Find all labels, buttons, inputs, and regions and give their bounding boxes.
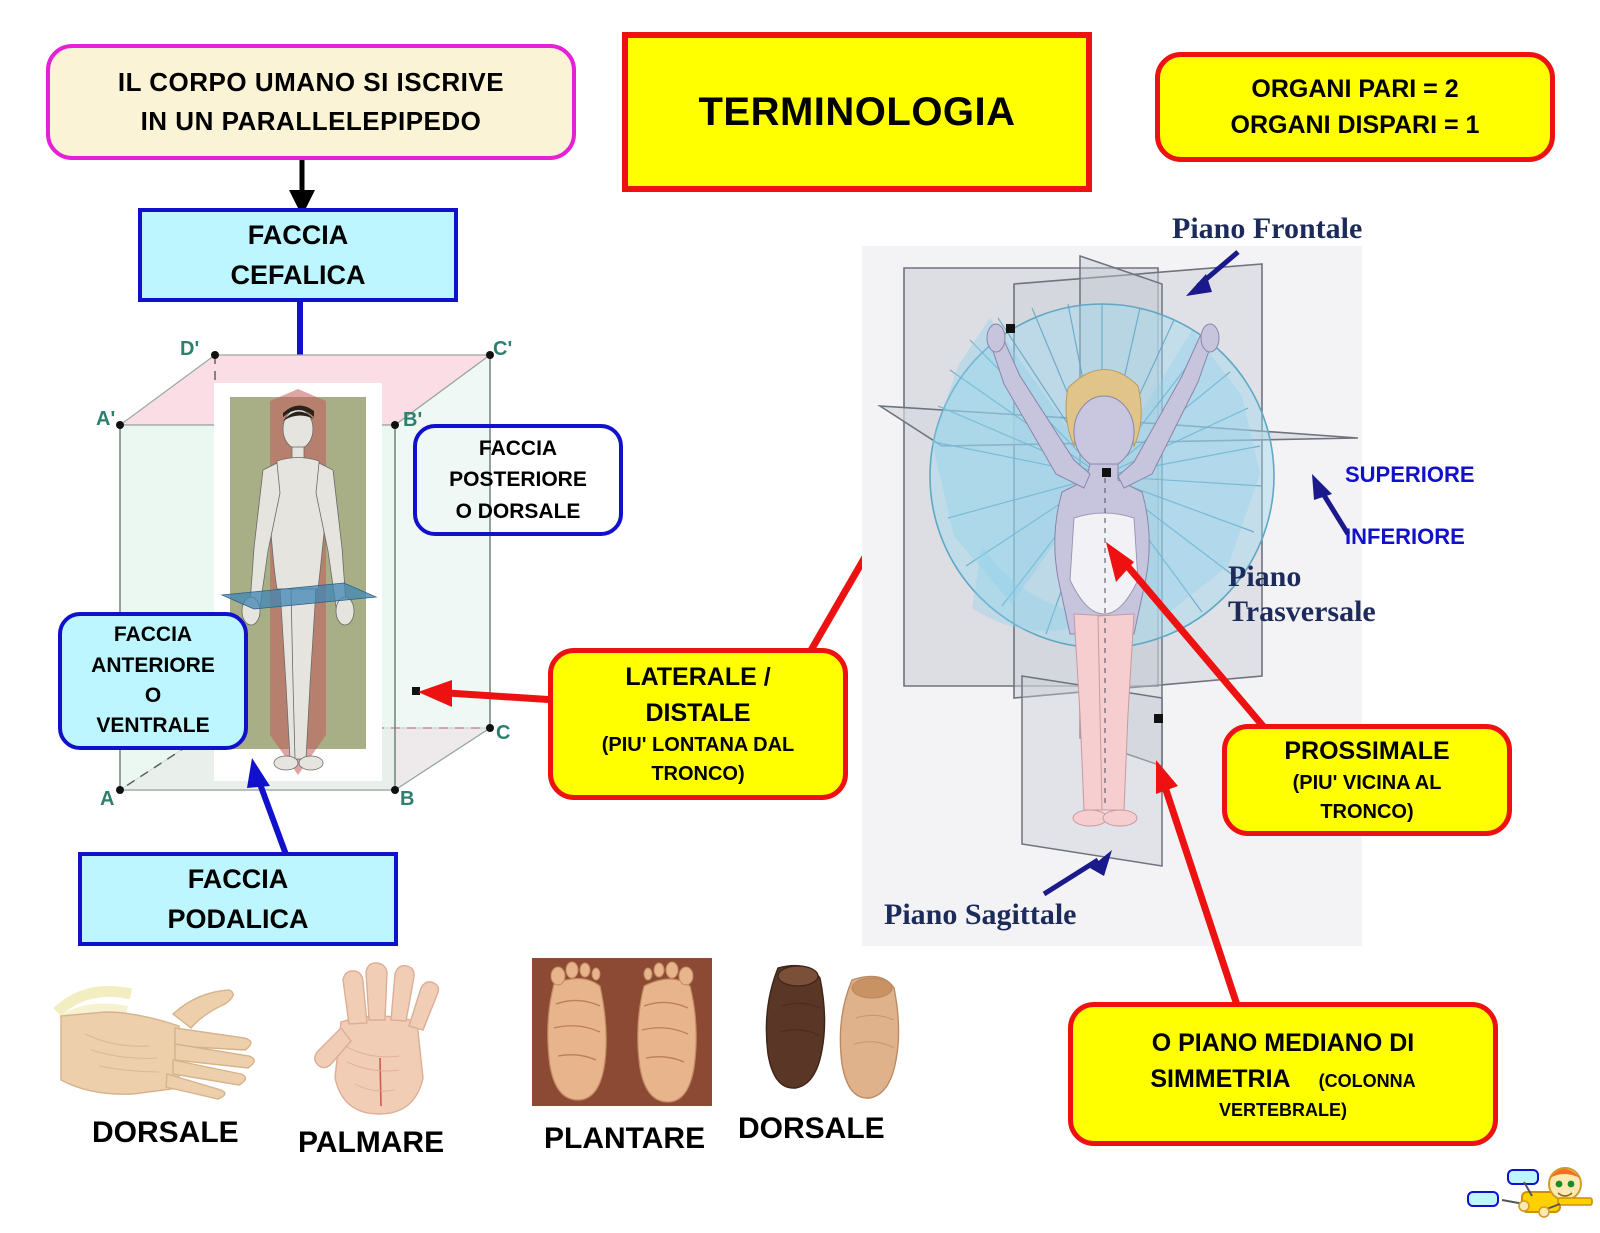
faccia-anteriore-line-4: VENTRALE: [96, 714, 210, 738]
hand-dorsal-image: [53, 985, 255, 1100]
anatomical-planes-figure: [862, 246, 1362, 946]
vertex-label-b-top: B': [403, 409, 423, 431]
feet-plantar-image: [532, 958, 712, 1106]
page-title-text: TERMINOLOGIA: [698, 89, 1016, 134]
faccia-cefalica-line-2: CEFALICA: [230, 260, 366, 290]
arrow-piano-frontale: [1186, 250, 1240, 296]
inferiore-label: INFERIORE: [1345, 524, 1465, 549]
faccia-anteriore-line-2: ANTERIORE: [91, 653, 215, 677]
prossimale-line-1: PROSSIMALE: [1284, 736, 1450, 765]
watermark-logo: [1432, 1148, 1593, 1226]
faccia-posteriore-line-3: O DORSALE: [455, 499, 581, 523]
mediano-line-3: VERTEBRALE): [1218, 1100, 1347, 1121]
arrow-podalica-to-cube: [247, 758, 291, 862]
vertex-label-b-bottom: B: [400, 788, 415, 810]
laterale-distale-callout: LATERALE / DISTALE (PIU' LONTANA DAL TRO…: [548, 648, 848, 800]
vertex-label-a-top: A': [96, 408, 116, 430]
vertex-label-c-top: C': [493, 338, 513, 360]
faccia-cefalica-line-1: FACCIA: [247, 219, 349, 250]
piano-mediano-callout: O PIANO MEDIANO DI SIMMETRIA (COLONNA VE…: [1068, 1002, 1498, 1146]
organs-line-2: ORGANI DISPARI = 1: [1230, 111, 1480, 139]
feet-plantar-label: PLANTARE: [544, 1122, 706, 1155]
faccia-anteriore-box: FACCIA ANTERIORE O VENTRALE: [58, 612, 248, 750]
faccia-podalica-line-2: PODALICA: [167, 904, 309, 934]
prossimale-line-3: TRONCO): [1320, 801, 1414, 824]
intro-callout: IL CORPO UMANO SI ISCRIVE IN UN PARALLEL…: [46, 44, 576, 160]
laterale-line-4: TRONCO): [651, 763, 745, 786]
feet-dorsal-image: [765, 964, 900, 1099]
intro-line-1: IL CORPO UMANO SI ISCRIVE: [117, 67, 505, 97]
hand-palmar-label: PALMARE: [298, 1126, 445, 1159]
prossimale-callout: PROSSIMALE (PIU' VICINA AL TRONCO): [1222, 724, 1512, 836]
arrow-intro-to-cefalica: [289, 160, 315, 216]
piano-trasversale-line-2: Trasversale: [1228, 594, 1376, 628]
page-title: TERMINOLOGIA: [622, 32, 1092, 192]
arrow-piano-sagittale: [1042, 850, 1112, 897]
arrow-superiore-inferiore: [1312, 474, 1351, 536]
laterale-line-2: DISTALE: [645, 699, 751, 727]
vertex-label-d-top: D': [180, 338, 200, 360]
vertex-label-a-bottom: A: [100, 788, 115, 810]
arrow-laterale-to-cube: [418, 680, 557, 707]
piano-trasversale-line-1: Piano: [1228, 560, 1302, 593]
faccia-posteriore-line-2: POSTERIORE: [449, 468, 587, 492]
laterale-line-3: (PIU' LONTANA DAL: [601, 734, 795, 757]
hand-palmar-image: [314, 962, 440, 1115]
faccia-podalica-box: FACCIA PODALICA: [78, 852, 398, 946]
hand-dorsal-label: DORSALE: [92, 1116, 239, 1149]
organs-callout: ORGANI PARI = 2 ORGANI DISPARI = 1: [1155, 52, 1555, 162]
faccia-cefalica-box: FACCIA CEFALICA: [138, 208, 458, 302]
piano-sagittale-label: Piano Sagittale: [884, 898, 1077, 931]
faccia-posteriore-line-1: FACCIA: [478, 436, 558, 460]
faccia-posteriore-box: FACCIA POSTERIORE O DORSALE: [413, 424, 623, 536]
piano-frontale-label: Piano Frontale: [1172, 212, 1363, 245]
mediano-line-2-row: SIMMETRIA (COLONNA: [1150, 1061, 1415, 1097]
intro-line-2: IN UN PARALLELEPIPEDO: [140, 106, 482, 136]
prossimale-line-2: (PIU' VICINA AL: [1292, 772, 1442, 795]
faccia-anteriore-line-1: FACCIA: [113, 623, 193, 647]
faccia-podalica-line-1: FACCIA: [187, 863, 289, 894]
faccia-anteriore-line-3: O: [144, 684, 162, 707]
mediano-line-1: O PIANO MEDIANO DI: [1151, 1028, 1415, 1057]
laterale-line-1: LATERALE /: [625, 662, 771, 691]
human-body-figure: [214, 383, 382, 781]
vertex-label-c-bottom: C: [496, 722, 511, 744]
superiore-label: SUPERIORE: [1345, 462, 1475, 487]
mediano-line-2: SIMMETRIA: [1150, 1064, 1290, 1093]
piano-trasversale-label: Piano Trasversale: [1228, 560, 1376, 629]
arrow-prossimale-to-hip: [1106, 542, 1271, 735]
arrow-mediano-to-leg: [1156, 760, 1242, 1010]
mediano-line-2b: (COLONNA: [1318, 1070, 1416, 1091]
feet-dorsal-label: DORSALE: [738, 1112, 885, 1145]
organs-line-1: ORGANI PARI = 2: [1251, 74, 1459, 103]
